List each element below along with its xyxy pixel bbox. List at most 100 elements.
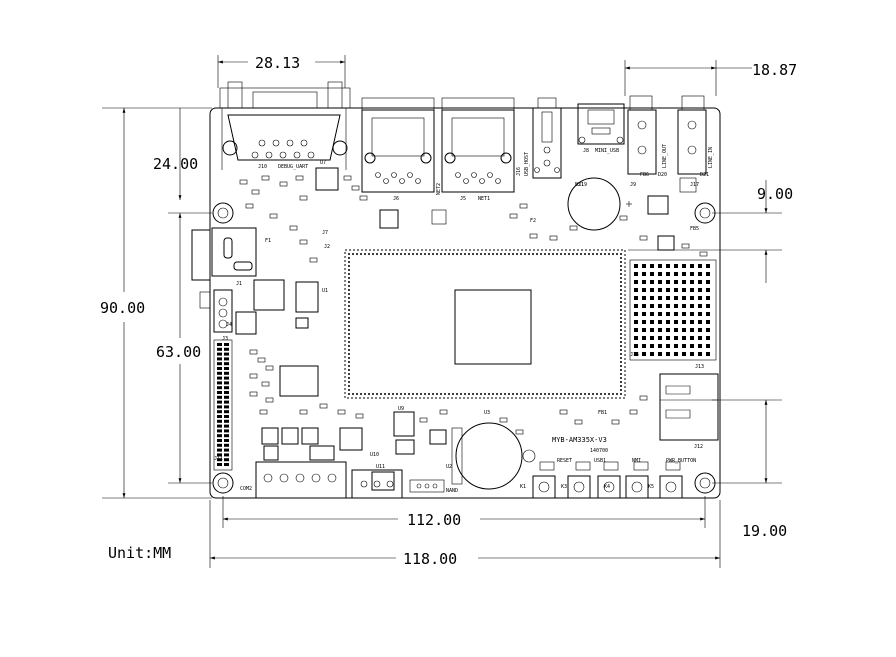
dimension-top-right [624,60,752,96]
passive-part [299,239,308,245]
som-pin [388,253,390,255]
expansion-header-j13 [629,259,717,361]
label-k1: K1 [520,484,526,490]
som-pin [348,325,350,327]
passive-part [261,381,270,387]
grid-pin [682,352,686,356]
grid-pin [650,352,654,356]
grid-pin [698,344,702,348]
header-pin [217,453,222,457]
passive-part [559,409,568,415]
passive-part [259,409,268,415]
grid-pin [698,312,702,316]
grid-pin [658,304,662,308]
header-pin [217,429,222,433]
dimension-bottom-outer-value: 118.00 [403,550,457,568]
label-u3: U3 [484,410,490,416]
grid-pin [698,304,702,308]
grid-pin [690,352,694,356]
grid-pin [690,336,694,340]
mounting-hole-top-left [212,202,234,224]
som-pin [592,393,594,395]
som-pin [348,309,350,311]
som-pin [348,341,350,343]
grid-pin [674,344,678,348]
header-pin [224,347,229,351]
som-pin [560,393,562,395]
passive-part [355,413,364,419]
header-pin [217,400,222,404]
chip-u11 [371,471,395,491]
board-edge-notch [191,229,210,281]
som-pin [540,393,542,395]
grid-pin [706,336,710,340]
som-pin [348,393,350,395]
grid-pin [690,296,694,300]
grid-pin [650,288,654,292]
som-pin [452,393,454,395]
grid-pin [690,344,694,348]
header-pin [224,453,229,457]
header-pin [217,424,222,428]
grid-pin [650,296,654,300]
som-pin [504,393,506,395]
som-pin [436,393,438,395]
label-mini-usb: MINI_USB [595,148,619,154]
passive-part [574,419,583,425]
grid-pin [642,352,646,356]
som-pin [468,393,470,395]
grid-pin [642,296,646,300]
power-jack-j1 [211,227,257,277]
som-pin [444,393,446,395]
label-j4: J4 [226,322,232,328]
passive-part [249,349,258,355]
som-pin [524,393,526,395]
som-pin [620,269,622,271]
som-pin [348,317,350,319]
grid-pin [706,304,710,308]
button-k4 [597,475,621,499]
grid-pin [682,328,686,332]
grid-pin [658,288,662,292]
som-pin [348,357,350,359]
grid-pin [690,328,694,332]
som-pin [484,393,486,395]
som-pin [516,253,518,255]
som-pin [436,253,438,255]
grid-pin [706,328,710,332]
som-pin [556,393,558,395]
grid-pin [674,312,678,316]
som-pin [384,393,386,395]
grid-pin [666,264,670,268]
grid-pin [666,352,670,356]
som-pin [620,277,622,279]
header-pin [217,463,222,466]
som-pin [572,393,574,395]
som-pin [356,393,358,395]
som-pin [404,393,406,395]
board-model: MYB-AM335X-V3 [552,436,607,444]
som-pin [348,293,350,295]
dimension-right-lower [712,399,782,484]
som-pin [500,253,502,255]
grid-pin [706,312,710,316]
header-pin [217,419,222,423]
som-pin [348,361,350,363]
grid-pin [682,264,686,268]
passive-part [299,409,308,415]
header-pin [224,362,229,366]
grid-pin [650,328,654,332]
header-pin [217,343,222,346]
unit-label: Unit:MM [108,544,171,562]
grid-pin [642,320,646,324]
dimension-left-inner [168,108,212,484]
passive-part [681,243,690,249]
label-j16: J16 [516,167,522,176]
som-pin [552,393,554,395]
grid-pin [674,320,678,324]
grid-pin [674,328,678,332]
rj45-net1-connector [441,97,515,193]
label-usb-host: USB_HOST [524,152,530,176]
passive-part [309,257,318,263]
